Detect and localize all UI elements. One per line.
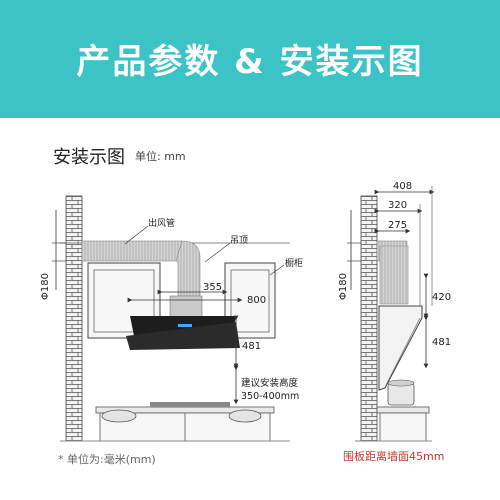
cabinet-label: 橱柜 <box>285 257 303 269</box>
panel-distance-note: 围板距离墙面45mm <box>343 450 445 463</box>
section-title: 安装示图 <box>53 147 125 168</box>
front-dim-355: 355 <box>203 282 222 293</box>
side-dim-408: 408 <box>393 181 412 192</box>
side-dim-275: 275 <box>388 220 407 231</box>
front-dim-481: 481 <box>242 341 261 352</box>
side-dim-481: 481 <box>432 337 451 348</box>
side-dim-320: 320 <box>388 200 407 211</box>
install-height-range: 350-400mm <box>241 391 299 402</box>
page-title: 产品参数 & 安装示图 <box>76 42 424 82</box>
side-dim-420: 420 <box>432 292 451 303</box>
front-duct <box>81 240 183 262</box>
front-view: Φ180 出风管 吊顶 橱柜 355 800 481 建议安装高度 350-40… <box>40 195 303 442</box>
side-dim-phi180: Φ180 <box>338 273 349 300</box>
hood-chimney <box>169 295 203 319</box>
front-dim-800: 800 <box>247 295 266 306</box>
front-dim-phi180: Φ180 <box>40 273 51 300</box>
section-unit: 单位: mm <box>135 150 186 163</box>
side-view: Φ180 408 320 275 420 481 <box>338 181 451 442</box>
ceiling-label: 吊顶 <box>230 235 248 246</box>
front-wall <box>65 195 83 442</box>
duct-label: 出风管 <box>148 217 175 229</box>
side-wall <box>360 195 378 442</box>
install-height-label: 建议安装高度 <box>241 377 299 389</box>
side-hood <box>378 305 423 391</box>
header-banner: 产品参数 & 安装示图 <box>0 0 500 118</box>
unit-note: * 单位为:毫米(mm) <box>58 453 156 466</box>
